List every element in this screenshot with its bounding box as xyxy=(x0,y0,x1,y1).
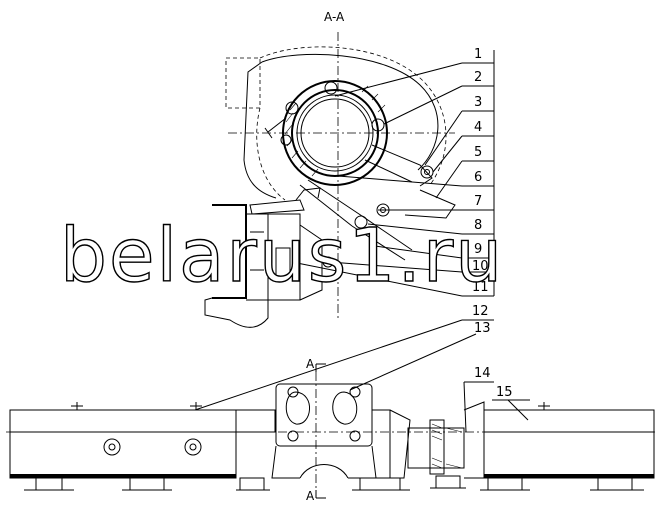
section-mark-bottom: A xyxy=(306,489,315,503)
callout-8: 8 xyxy=(474,218,482,233)
callout-13: 13 xyxy=(474,321,491,336)
manifold-side-view: A A xyxy=(6,357,655,503)
callout-14: 14 xyxy=(474,366,491,381)
turbocharger-section-view xyxy=(204,32,456,328)
callout-5: 5 xyxy=(474,145,482,160)
callout-1: 1 xyxy=(474,47,482,62)
section-title: A-A xyxy=(324,10,345,24)
callout-11: 11 xyxy=(472,280,489,295)
callout-9: 9 xyxy=(474,242,482,257)
watermark: belarus1.ru xyxy=(60,213,504,299)
callout-3: 3 xyxy=(474,95,482,110)
callout-2: 2 xyxy=(474,70,482,85)
section-mark-top: A xyxy=(306,357,315,371)
callout-4: 4 xyxy=(474,120,482,135)
callout-7: 7 xyxy=(474,194,482,209)
callout-6: 6 xyxy=(474,170,482,185)
callout-column: 1 2 3 4 5 6 7 8 9 10 11 12 13 xyxy=(194,47,495,411)
callout-10: 10 xyxy=(472,259,489,274)
callout-15: 15 xyxy=(496,385,513,400)
callout-12: 12 xyxy=(472,304,489,319)
